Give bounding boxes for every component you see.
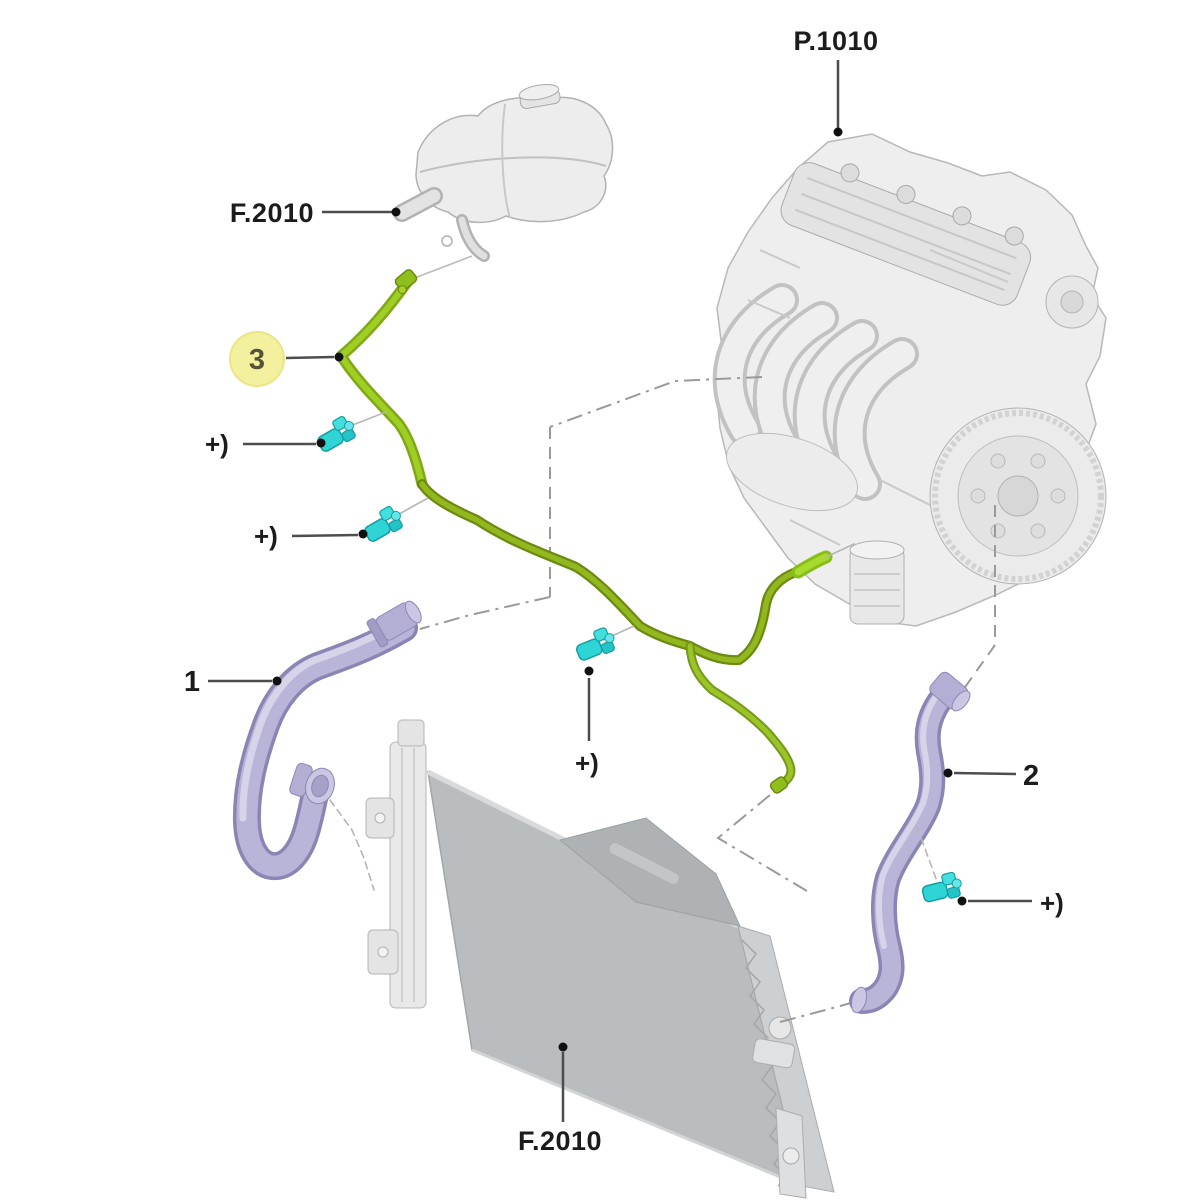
leader-hose2 [953,771,1017,776]
guide-corner-to-hose1 [419,596,551,630]
oil-filter [849,540,905,625]
expansion-tank-illustration [393,83,614,280]
flywheel [929,407,1107,585]
tank-to-hose-line [411,255,473,280]
guide-hose3-to-radiator [716,794,813,895]
label-expansion-tank-ref[interactable]: F.2010 [230,198,314,228]
degas-hose-3 [335,269,855,794]
hose1-to-radiator-line [329,799,375,891]
callout-3-highlight[interactable] [229,331,285,387]
leader-hose3 [285,355,335,360]
tank-filler-cap [518,83,561,109]
clips [311,411,965,906]
callout-3[interactable]: 3 [249,344,265,376]
clip-symbol-1: +) [205,429,229,459]
guide-engine-to-hose2 [962,505,996,691]
clip-symbol-3: +) [575,748,599,778]
leader-lines [208,60,1032,1122]
guide-radiator-to-hose2 [779,1000,859,1023]
hose3-tank-connector [394,269,418,295]
radiator-right-boss [768,1016,792,1040]
label-engine-ref[interactable]: P.1010 [793,26,878,56]
hose-1 [232,600,422,891]
hose2-to-clip-line [916,826,939,885]
callout-1[interactable]: 1 [184,666,200,698]
hose3-engine-line [825,543,855,558]
leader-clip2 [291,533,359,538]
clip-4 [919,870,965,906]
clip-3 [571,624,620,665]
callout-2[interactable]: 2 [1023,760,1039,792]
hose2-end-cap [850,986,868,1014]
hose1-top-fitting [366,600,422,648]
engine-detail-lines [747,249,1009,546]
clip-symbol-2: +) [254,521,278,551]
hose3-radiator-connector [769,776,789,794]
hose2-top-fitting [929,671,971,712]
clip-2 [358,502,408,546]
clip-1 [311,412,361,456]
hose-2 [849,671,971,1014]
label-radiator-ref[interactable]: F.2010 [518,1126,602,1156]
engine-illustration [712,133,1107,627]
radiator-illustration [365,719,835,1199]
hose1-bell-fitting [289,762,335,805]
valve-cover [780,162,1032,306]
intake-manifold [712,283,919,512]
clip-symbol-4: +) [1040,888,1064,918]
tank-outlet-ring [441,235,453,247]
leader-dots [272,127,967,1052]
